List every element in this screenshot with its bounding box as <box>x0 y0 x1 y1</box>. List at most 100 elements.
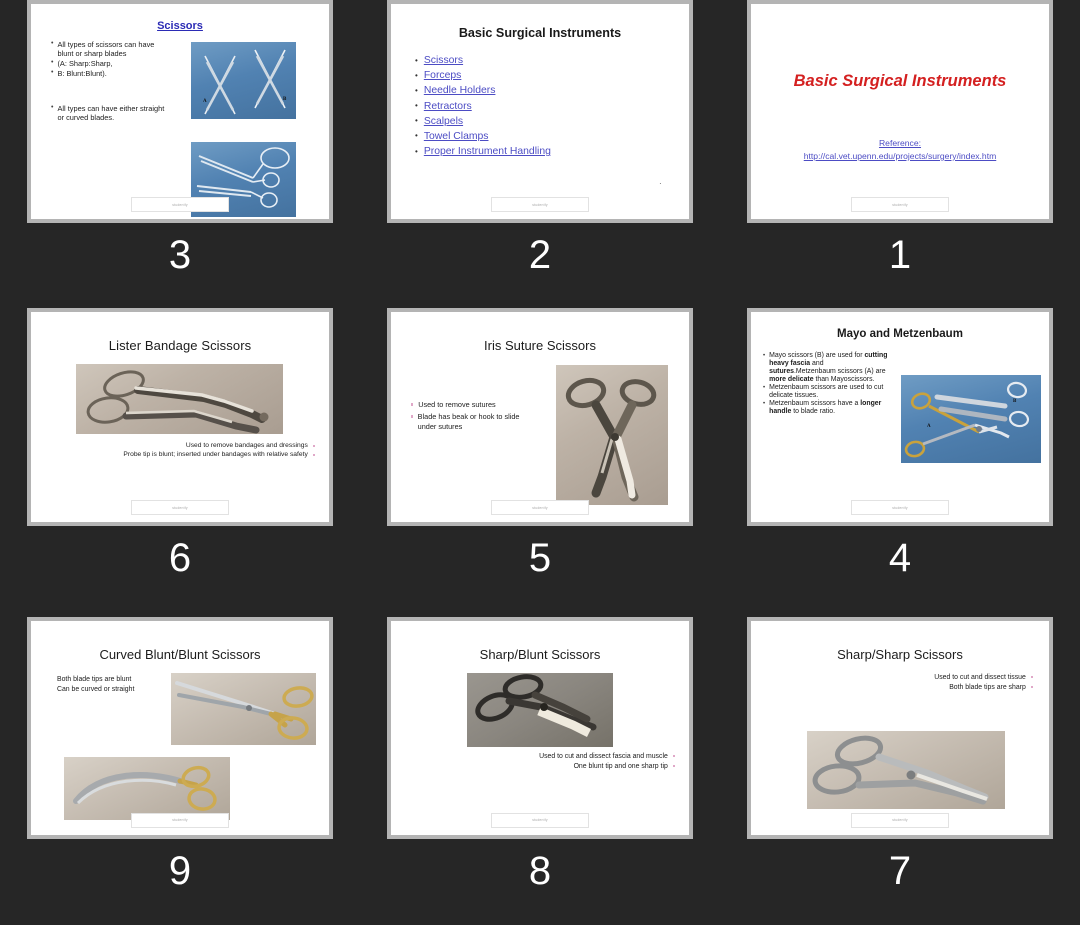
list-item[interactable]: • Retractors <box>415 100 551 113</box>
list-item: • (A: Sharp:Sharp, <box>51 59 171 68</box>
slide-number-label: 6 <box>168 536 192 581</box>
bullet-dot-icon: • <box>415 146 418 156</box>
footer-placeholder: studentfy <box>491 812 589 828</box>
sharp-sharp-scissors-photo <box>807 730 1005 809</box>
slide-cell-1: Basic Surgical Instruments Reference: ht… <box>720 0 1080 308</box>
list-item[interactable]: • Proper Instrument Handling <box>415 145 551 158</box>
photo-label-b: B <box>1013 399 1017 404</box>
slide-3-bullet-group-top: • All types of scissors can have blunt o… <box>51 40 171 79</box>
link-proper-instrument-handling[interactable]: Proper Instrument Handling <box>423 146 551 158</box>
slide-9-text-block: Both blade tips are blunt Can be curved … <box>57 675 177 695</box>
list-item: Used to remove sutures <box>411 400 531 409</box>
bullet-dot-icon: • <box>51 104 54 111</box>
link-scissors[interactable]: Scissors <box>423 55 464 66</box>
slide-number-label: 1 <box>888 233 912 277</box>
list-item[interactable]: • Needle Holders <box>415 84 551 97</box>
list-item: Used to cut and dissect tissue <box>934 674 1033 681</box>
footer-placeholder: studentfy <box>851 500 949 516</box>
curved-blunt-scissors-photo-bottom <box>64 756 230 820</box>
slide-cell-9: Curved Blunt/Blunt Scissors Both blade t… <box>0 616 360 925</box>
bullet-dot-icon: • <box>415 55 418 65</box>
link-needle-holders[interactable]: Needle Holders <box>423 85 496 97</box>
slide-number-label: 8 <box>528 848 552 893</box>
reference-label: Reference: <box>878 138 922 148</box>
list-item-label: Probe tip is blunt; inserted under banda… <box>123 451 308 459</box>
link-scalpels[interactable]: Scalpels <box>423 115 464 127</box>
bullet-dot-icon: • <box>415 131 418 141</box>
list-item[interactable]: • Forceps <box>415 69 551 82</box>
list-item[interactable]: • Scissors <box>415 54 551 67</box>
slide-cell-3: Scissors • All types of scissors can hav… <box>0 0 360 308</box>
presentation-title: Basic Surgical Instruments <box>793 72 1007 90</box>
footer-placeholder-text: studentfy <box>172 202 188 207</box>
list-item-label: Used to cut and dissect fascia and muscl… <box>539 752 668 760</box>
iris-suture-scissors-photo <box>556 365 668 506</box>
curved-blunt-scissors-photo-top <box>171 672 316 745</box>
bullet-square-icon <box>312 444 315 447</box>
list-item[interactable]: • Towel Clamps <box>415 130 551 143</box>
stray-bullet-marker: · <box>659 179 662 188</box>
slide-thumbnail-5[interactable]: Iris Suture Scissors Used to remove sutu… <box>387 308 693 527</box>
footer-placeholder: studentfy <box>851 812 949 828</box>
slide-thumbnail-2[interactable]: Basic Surgical Instruments •Scissors •Fo… <box>387 0 693 223</box>
bullet-dot-icon: • <box>415 85 418 95</box>
list-item: • All types can have either straight or … <box>51 104 171 122</box>
slide-cell-4: Mayo and Metzenbaum • Mayo scissors (B) … <box>720 308 1080 616</box>
bullet-square-icon <box>1030 676 1033 679</box>
list-item-label: Used to remove bandages and dressings <box>185 442 308 450</box>
list-item: Both blade tips are sharp <box>934 684 1033 691</box>
slide-cell-7: Sharp/Sharp Scissors Used to cut and dis… <box>720 616 1080 925</box>
footer-placeholder: studentfy <box>131 812 229 828</box>
list-item-label: One blunt tip and one sharp tip <box>573 762 668 770</box>
photo-label-b: B <box>283 97 287 102</box>
bullet-dot-icon: • <box>51 69 54 77</box>
reference-url-link[interactable]: http://cal.vet.upenn.edu/projects/surger… <box>803 151 997 161</box>
slide-5-text-block: Used to remove sutures Blade has beak or… <box>411 400 531 433</box>
footer-placeholder-text: studentfy <box>892 818 908 823</box>
slide-8-text-block: Used to cut and dissect fascia and muscl… <box>539 753 675 773</box>
link-towel-clamps[interactable]: Towel Clamps <box>423 130 489 142</box>
bullet-dot-icon: • <box>415 70 418 80</box>
list-item: Probe tip is blunt; inserted under banda… <box>123 451 315 458</box>
bullet-dot-icon: • <box>415 101 418 111</box>
footer-placeholder-text: studentfy <box>532 202 548 207</box>
bullet-square-icon <box>672 755 675 758</box>
slide-number-label: 2 <box>528 233 552 277</box>
slide-cell-6: Lister Bandage Scissors <box>0 308 360 616</box>
slide-thumbnail-8[interactable]: Sharp/Blunt Scissors <box>387 616 693 839</box>
bullet-square-icon <box>312 453 315 456</box>
slide-thumbnail-4[interactable]: Mayo and Metzenbaum • Mayo scissors (B) … <box>747 308 1053 527</box>
list-item-label: (A: Sharp:Sharp, <box>57 59 113 69</box>
slide-3-title[interactable]: Scissors <box>157 20 203 32</box>
list-item: Used to remove bandages and dressings <box>123 442 315 449</box>
list-item-label: Used to remove sutures <box>418 400 496 410</box>
list-item: Blade has beak or hook to slide under su… <box>411 412 531 431</box>
slide-thumbnail-7[interactable]: Sharp/Sharp Scissors Used to cut and dis… <box>747 616 1053 839</box>
list-item[interactable]: •Scalpels <box>415 115 551 128</box>
slide-thumbnail-9[interactable]: Curved Blunt/Blunt Scissors Both blade t… <box>27 616 333 839</box>
link-retractors[interactable]: Retractors <box>423 100 472 112</box>
bullet-dot-icon: • <box>763 353 766 360</box>
footer-placeholder-text: studentfy <box>172 505 188 510</box>
list-item: • Mayo scissors (B) are used for cutting… <box>763 352 891 384</box>
link-forceps[interactable]: Forceps <box>423 70 462 82</box>
bullet-square-icon <box>672 765 675 768</box>
slide-number-label: 4 <box>888 536 912 581</box>
bullet-dot-icon: • <box>51 59 54 67</box>
slide-cell-8: Sharp/Blunt Scissors <box>360 616 720 925</box>
mayo-metzenbaum-scissors-photo: A B <box>901 375 1041 464</box>
slide-thumbnail-3[interactable]: Scissors • All types of scissors can hav… <box>27 0 333 223</box>
footer-placeholder: studentfy <box>131 197 229 212</box>
footer-placeholder-text: studentfy <box>892 202 908 207</box>
list-item-label: Mayo scissors (B) are used for cutting h… <box>769 352 888 384</box>
slide-number-label: 3 <box>168 233 192 277</box>
list-item: • Metzenbaum scissors have a longer hand… <box>763 400 891 416</box>
slide-7-title: Sharp/Sharp Scissors <box>837 646 963 662</box>
slide-thumbnail-6[interactable]: Lister Bandage Scissors <box>27 308 333 527</box>
footer-placeholder: studentfy <box>491 500 589 516</box>
list-item-label: Metzenbaum scissors have a longer handle… <box>769 400 882 416</box>
slide-thumbnail-1[interactable]: Basic Surgical Instruments Reference: ht… <box>747 0 1053 223</box>
list-item-label: B: Blunt:Blunt). <box>57 69 107 79</box>
instrument-link-list: • Scissors • Forceps • Needle Holders • Retr… <box>415 54 551 160</box>
